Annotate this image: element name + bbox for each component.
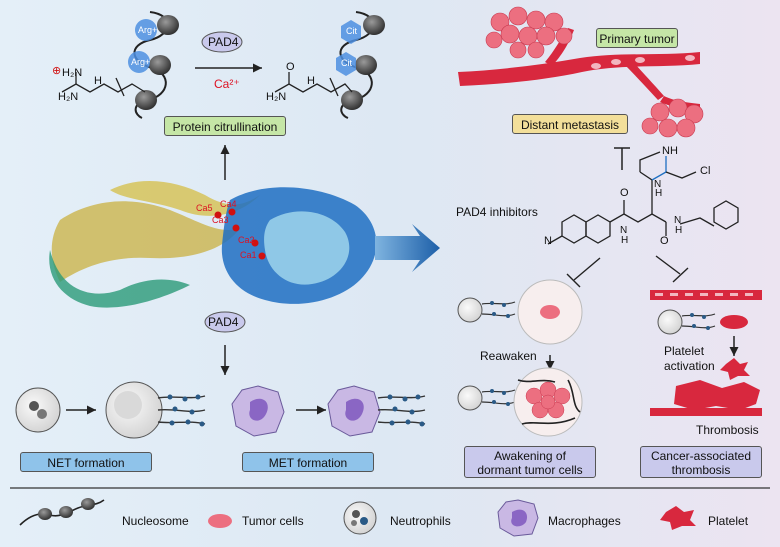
legend-macrophage-icon xyxy=(497,499,539,537)
inhibitor-amide-h-2: H xyxy=(675,225,683,236)
citrulline-structure xyxy=(274,72,353,97)
inhibitor-amide-n-2: N xyxy=(674,215,682,226)
reactant-amine-2: H₂N xyxy=(58,91,79,103)
inhibitor-amide-h-1: H xyxy=(621,235,629,246)
arginine-structure xyxy=(61,72,146,97)
cancer-thrombosis-box: Cancer-associated thrombosis xyxy=(640,446,762,478)
legend-nucleosome-icon xyxy=(19,498,105,526)
pad4-inhibitors-label: PAD4 inhibitors xyxy=(456,205,538,219)
inhibitor-imine-nh: NH xyxy=(662,145,678,157)
cit-nucleosome-chain xyxy=(336,11,385,119)
arg-label-1: Arg+ xyxy=(138,25,158,35)
reactant-amine-1: H₂N xyxy=(62,67,83,79)
protein-citrullination-box: Protein citrullination xyxy=(164,116,286,136)
inhibitor-amidine-h: H xyxy=(655,188,663,199)
positive-charge-symbol: ⊕ xyxy=(52,65,62,77)
legend-macrophages-label: Macrophages xyxy=(548,514,621,528)
arg-nucleosome-chain xyxy=(128,11,179,119)
cit-label-2: Cit xyxy=(341,58,352,68)
inhibitor-chloro: Cl xyxy=(700,165,711,177)
ca3-label: Ca3 xyxy=(212,215,229,225)
metastasis-cluster xyxy=(641,98,704,138)
platelet-activation-label: Platelet activation xyxy=(664,344,715,373)
dormant-tumor-diagram xyxy=(457,279,583,437)
product-amine: H₂N xyxy=(266,91,287,103)
primary-tumor-cluster xyxy=(485,6,573,59)
inhibitor-carbonyl-o-2: O xyxy=(660,235,669,247)
net-formation-diagram xyxy=(15,381,206,439)
reawaken-label: Reawaken xyxy=(480,349,537,363)
pad4-enzyme-label: PAD4 xyxy=(208,35,239,49)
primary-tumor-box: Primary tumor xyxy=(596,28,678,48)
reactant-nh: H xyxy=(94,75,102,87)
ca1-label: Ca1 xyxy=(240,250,257,260)
inhibitor-dimethylamine-n: N xyxy=(544,235,552,247)
cit-label-1: Cit xyxy=(346,26,357,36)
met-formation-box: MET formation xyxy=(242,452,374,472)
net-formation-box: NET formation xyxy=(20,452,152,472)
inhibitor-amide-n-1: N xyxy=(620,225,628,236)
arg-label-2: Arg+ xyxy=(131,57,151,67)
ca4-label: Ca4 xyxy=(220,199,237,209)
distant-metastasis-box: Distant metastasis xyxy=(512,114,628,134)
thrombosis-label: Thrombosis xyxy=(696,423,759,437)
circulating-tumor-cells xyxy=(591,55,695,69)
met-formation-diagram xyxy=(231,385,426,437)
legend-nucleosome-label: Nucleosome xyxy=(122,514,189,528)
legend-tumor-cells-label: Tumor cells xyxy=(242,514,304,528)
product-nh: H xyxy=(307,75,315,87)
pad4-protein-structure xyxy=(49,180,377,308)
inhibitor-carbonyl-o-1: O xyxy=(620,187,629,199)
ca2-label: Ca2 xyxy=(238,235,255,245)
pad4-protein-label: PAD4 xyxy=(208,315,239,329)
legend-neutrophil-icon xyxy=(343,501,377,535)
ca5-label: Ca5 xyxy=(196,203,213,213)
inhibitor-amidine-n: N xyxy=(654,179,662,190)
legend-platelet-icon xyxy=(660,506,696,530)
pad4-inhibitor-molecule xyxy=(547,151,739,245)
calcium-label: Ca²⁺ xyxy=(214,77,240,91)
product-oxygen: O xyxy=(286,61,295,73)
legend-tumor-cell-icon xyxy=(208,514,232,528)
awakening-dormant-box: Awakening of dormant tumor cells xyxy=(464,446,596,478)
legend-neutrophils-label: Neutrophils xyxy=(390,514,451,528)
thrombosis-diagram xyxy=(650,290,762,416)
transition-arrow xyxy=(375,224,440,272)
legend-platelet-label: Platelet xyxy=(708,514,749,528)
